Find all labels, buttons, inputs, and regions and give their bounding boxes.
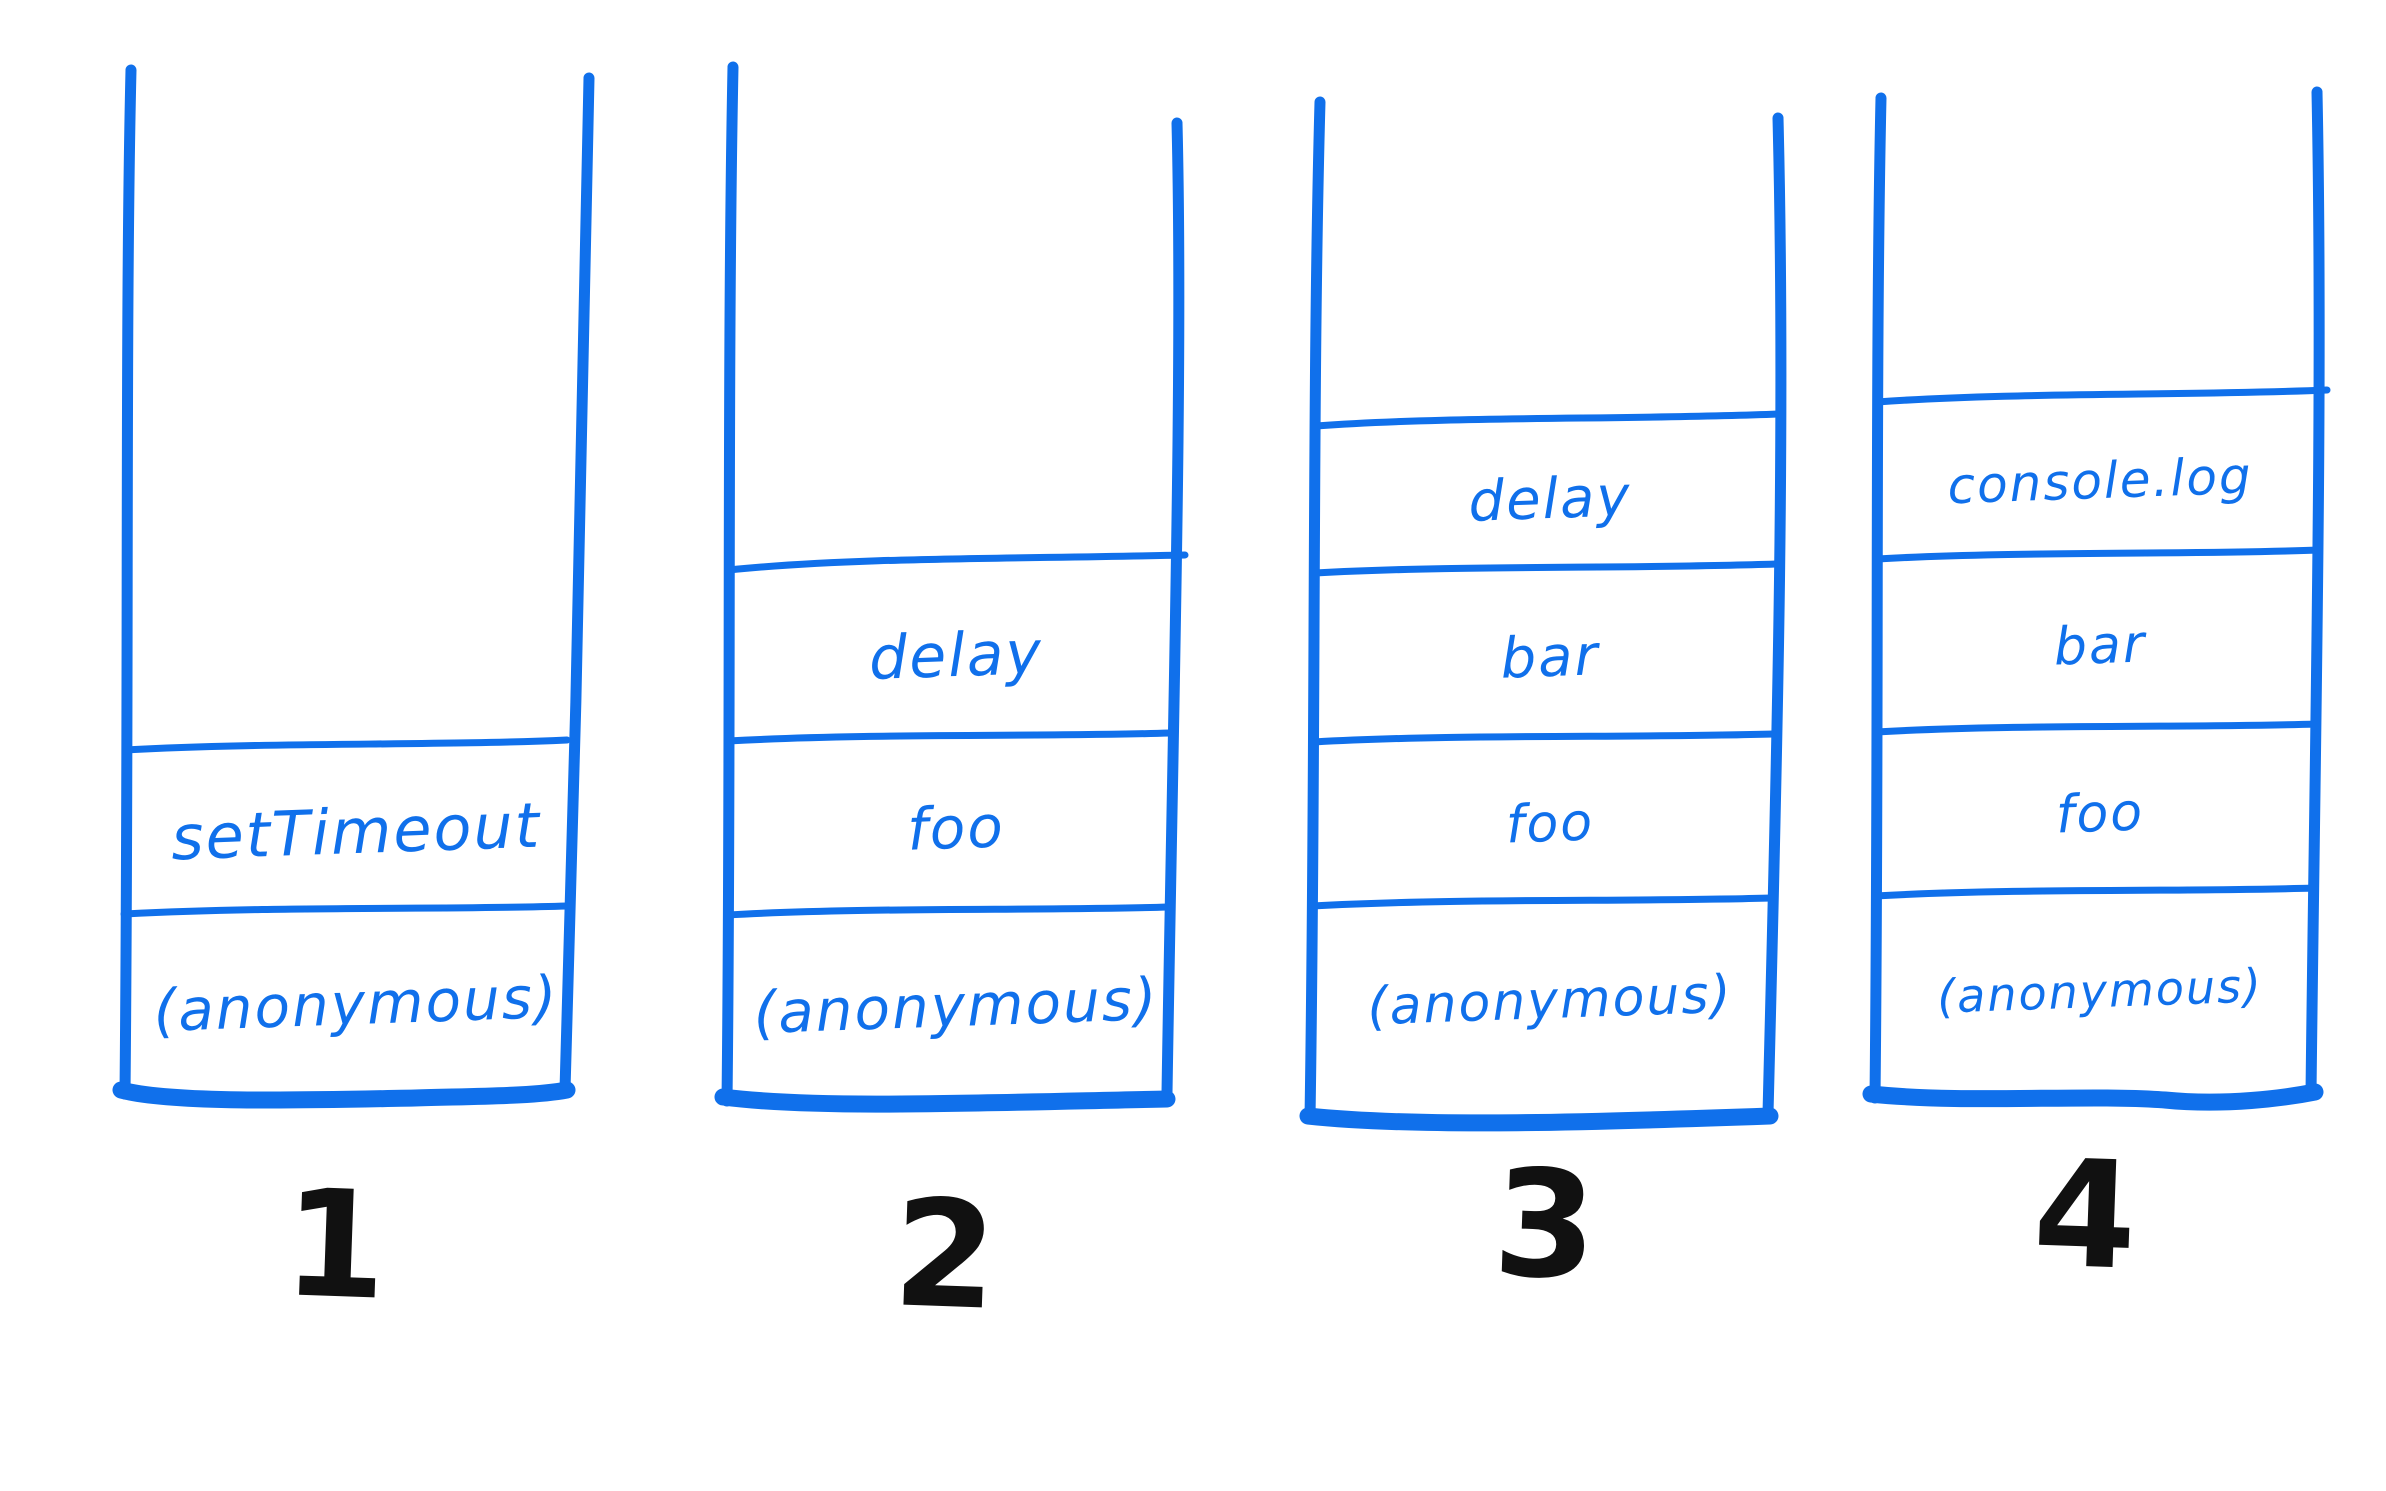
frame-divider [723, 903, 1173, 919]
frame-divider [121, 736, 571, 754]
stack-frame: foo [906, 792, 1006, 864]
stack-wall-right [559, 72, 595, 1096]
frame-divider [1873, 546, 2323, 563]
stack-bottom [112, 1081, 576, 1109]
frame-divider [1871, 884, 2319, 900]
call-stack-1: setTimeout (anonymous) [112, 60, 597, 1110]
stack-frame: (anonymous) [152, 962, 560, 1046]
call-stack-3: delay bar foo (anonymous) [1299, 90, 1800, 1135]
stack-frame: bar [1499, 623, 1601, 692]
call-stack-2: delay foo (anonymous) [714, 61, 1197, 1115]
stack-frame: foo [2055, 782, 2145, 846]
stack-wall-right [2305, 86, 2325, 1100]
stack-frame: delay [1467, 464, 1633, 535]
frame-divider [1311, 560, 1780, 577]
stack-outline-drawing [714, 61, 1189, 1113]
stack-bottom [1299, 1107, 1779, 1132]
stack-frame: bar [2052, 613, 2148, 678]
stack-outline-drawing [1862, 86, 2331, 1111]
stack-outline-drawing [112, 64, 595, 1109]
stack-frame: setTimeout [169, 788, 543, 874]
stack-frame: foo [1505, 792, 1595, 856]
frame-divider [724, 729, 1174, 745]
frame-divider [1308, 894, 1776, 910]
stack-number-4: 4 [2030, 1127, 2140, 1303]
frame-divider [1872, 720, 2321, 736]
frame-divider [1310, 730, 1778, 746]
stack-number-3: 3 [1490, 1137, 1600, 1313]
frame-divider [1312, 410, 1782, 430]
frame-divider [120, 902, 571, 918]
stack-frame: delay [867, 617, 1045, 694]
stack-bottom [714, 1088, 1176, 1113]
stack-frame: (anonymous) [1936, 958, 2264, 1024]
stack-wall-right [1762, 112, 1787, 1120]
frame-divider [725, 551, 1189, 574]
stack-number-1: 1 [280, 1157, 390, 1333]
stack-frame: (anonymous) [1366, 964, 1734, 1038]
stack-number-2: 2 [890, 1167, 1000, 1343]
stack-frame: (anonymous) [752, 964, 1160, 1048]
call-stack-4: console.log bar foo (anonymous) [1862, 86, 2335, 1115]
frame-divider [1873, 386, 2331, 406]
stack-frame: console.log [1946, 446, 2254, 515]
stack-bottom [1862, 1083, 2324, 1111]
stack-outline-drawing [1299, 96, 1787, 1132]
